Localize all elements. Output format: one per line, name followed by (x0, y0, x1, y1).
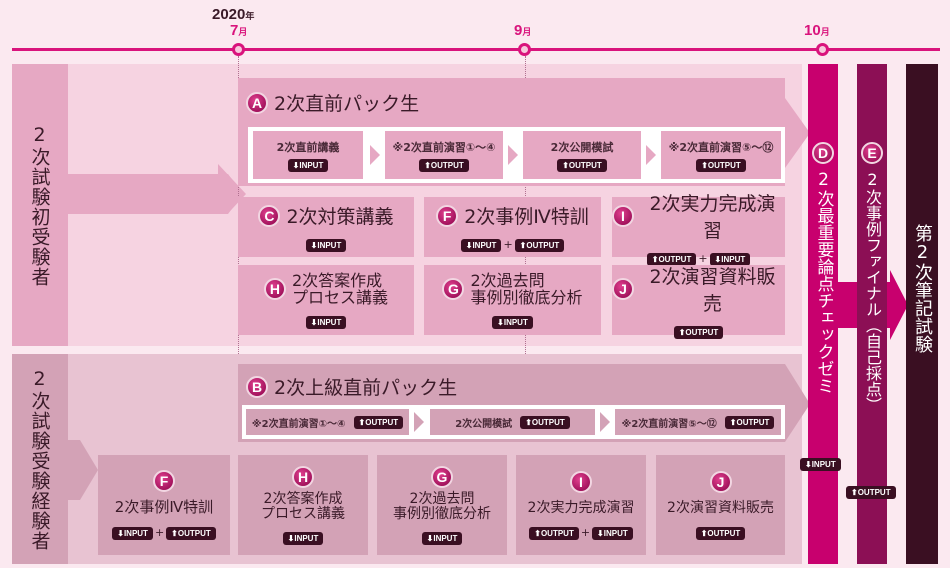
experienced-label: 2次試験受験経験者 (12, 354, 68, 564)
step-arrow-icon (508, 145, 518, 165)
letter-b-icon: B (246, 375, 268, 398)
month-september: 9月 (514, 22, 532, 39)
course-e-column[interactable]: E 2次事例ファイナル（自己採点） (857, 64, 887, 564)
pack-b-title-text: 2次上級直前パック生 (274, 377, 458, 399)
timeline-marker-september (518, 43, 531, 56)
year-label: 2020年 (212, 6, 255, 23)
step-arrow-icon (600, 412, 610, 432)
letter-h-icon: H (263, 277, 286, 300)
letter-i-icon: I (570, 470, 592, 493)
timeline-marker-october (816, 43, 829, 56)
letter-f-icon: F (153, 470, 175, 492)
first-timer-arrow (68, 164, 246, 346)
course-e-title: 2次事例ファイナル（自己採点） (863, 170, 882, 413)
exam-column: 第2次筆記試験 (906, 64, 938, 564)
pack-a-title: A 2次直前パック生 (246, 89, 419, 116)
timeline-line (12, 48, 940, 51)
pack-a-step: 2次直前講義⬇INPUT (253, 131, 363, 179)
letter-f-icon: F (436, 204, 459, 227)
course-e-badge: ⬆OUTPUT (846, 486, 896, 499)
letter-g-icon: G (442, 277, 465, 300)
letter-e-icon: E (861, 142, 883, 164)
course-d-column[interactable]: D 2次最重要論点チェックゼミ (808, 64, 838, 564)
letter-g-icon: G (431, 465, 453, 488)
pack-a-step: 2次公開模試⬆OUTPUT (523, 131, 641, 179)
month-october: 10月 (804, 22, 830, 39)
experienced-arrow (68, 440, 98, 500)
pack-b-step: ※2次直前演習⑤～⑫⬆OUTPUT (615, 409, 781, 435)
pack-b-step: 2次公開模試⬆OUTPUT (430, 409, 595, 435)
step-arrow-icon (646, 145, 656, 165)
step-arrow-icon (414, 412, 424, 432)
pack-a-step: ※2次直前演習①～④⬆OUTPUT (385, 131, 503, 179)
letter-c-icon: C (258, 204, 281, 227)
first-timer-label: 2次試験初受験者 (12, 64, 68, 346)
pack-b-title: B 2次上級直前パック生 (246, 373, 457, 400)
pack-a-title-text: 2次直前パック生 (274, 93, 420, 115)
letter-j-icon: J (612, 277, 634, 300)
letter-d-icon: D (812, 142, 834, 164)
letter-i-icon: I (612, 204, 634, 227)
pack-a-step: ※2次直前演習⑤～⑫⬆OUTPUT (661, 131, 781, 179)
letter-h-icon: H (292, 465, 314, 488)
step-arrow-icon (370, 145, 380, 165)
month-july: 7月 (230, 22, 248, 39)
pack-b-step: ※2次直前演習①～④⬆OUTPUT (246, 409, 409, 435)
timeline-marker-july (232, 43, 245, 56)
exam-title: 第2次筆記試験 (912, 224, 933, 353)
letter-a-icon: A (246, 91, 268, 114)
course-d-badge: ⬇INPUT (800, 458, 841, 471)
course-d-title: 2次最重要論点チェックゼミ (813, 170, 834, 394)
letter-j-icon: J (709, 470, 732, 493)
